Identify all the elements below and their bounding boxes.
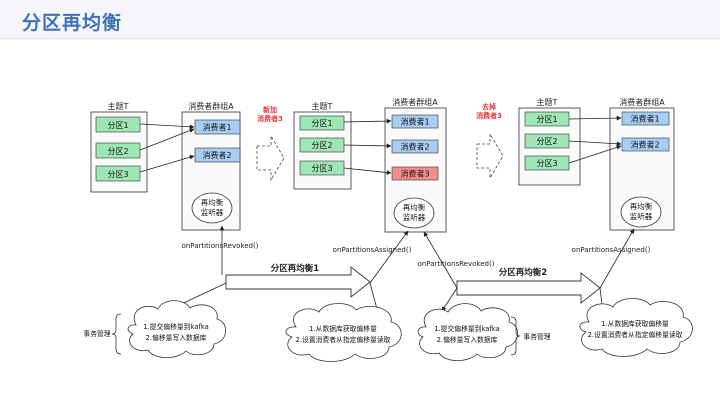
partition-label: 分区3 [311, 164, 332, 173]
connector-arrow [369, 230, 409, 284]
cloud-text: 2.设置消费者从指定偏移量读取 [588, 330, 683, 339]
action-label: 消费者3 [476, 111, 502, 120]
consumer-box [621, 111, 670, 126]
consumer-box [391, 114, 439, 129]
transaction-bracket-1: 事务管理 [83, 313, 122, 355]
rebalance-arrow-2: 分区再均衡2 [456, 267, 601, 304]
assignment-arrow [139, 123, 195, 130]
cloud-text: 2.偏移量写入数据库 [437, 335, 498, 344]
cloud-text: 2.偏移量写入数据库 [146, 333, 207, 342]
transition-add-consumer: 新加 消费者3 [256, 105, 285, 182]
connector-arrow [599, 228, 635, 289]
assignment-arrow [343, 118, 392, 124]
cloud-4: 1.从数据库获取偏移量 2.设置消费者从指定偏移量读取 [579, 298, 693, 357]
action-label: 消费者3 [257, 114, 283, 123]
topic-label: 主题T [108, 101, 129, 111]
cloud-2: 1.从数据库获取偏移量 2.设置消费者从指定偏移量读取 [285, 303, 402, 362]
consumer-label: 消费者1 [630, 114, 659, 124]
cloud-text: 1.从数据库获取偏移量 [601, 319, 669, 328]
partition-label: 分区3 [107, 170, 128, 179]
dashed-block-arrow [256, 134, 285, 182]
cloud-text: 2.设置消费者从指定偏移量读取 [296, 335, 391, 344]
topic-label: 主题T [312, 101, 333, 111]
listener-label: 再均衡 [403, 202, 426, 212]
consumer-label: 消费者3 [400, 169, 429, 179]
group-label: 消费者群组A [392, 97, 438, 107]
rebalance-arrow-1: 分区再均衡1 [225, 263, 371, 298]
bracket-label: 事务管理 [523, 332, 550, 341]
listener-label: 监听器 [630, 211, 653, 221]
callback-label: onPartitionsAssigned() [333, 246, 412, 254]
consumer-box [621, 137, 670, 152]
action-label: 新加 [263, 105, 277, 114]
partition-label: 分区2 [311, 141, 332, 150]
assignment-arrow [139, 154, 195, 173]
partition-label: 分区2 [536, 137, 557, 146]
consumer-box [194, 119, 241, 135]
partition-label: 分区1 [536, 115, 557, 124]
bracket-label: 事务管理 [83, 329, 110, 338]
rebalance-listener-ellipse [191, 192, 233, 224]
partition-label: 分区2 [107, 147, 128, 156]
partition-box [95, 116, 141, 133]
assignment-arrow [568, 145, 622, 164]
group-label: 消费者群组A [619, 97, 665, 107]
cloud-text: 1.从数据库获取偏移量 [309, 324, 377, 333]
partition-box [95, 142, 141, 159]
cloud-text: 1.提交偏移量到kafka [143, 322, 209, 331]
listener-label: 再均衡 [630, 201, 653, 211]
new-consumer-box [391, 166, 439, 181]
callback-label: onPartitionsRevoked() [182, 242, 259, 250]
assignment-arrow [343, 143, 392, 149]
rebalance-label: 分区再均衡1 [271, 263, 320, 274]
cloud-text: 1.提交偏移量到kafka [434, 324, 500, 333]
rebalance-label: 分区再均衡2 [499, 267, 548, 278]
cloud-1: 1.提交偏移量到kafka 2.偏移量写入数据库 [127, 300, 227, 359]
consumer-box [391, 139, 439, 154]
stage-3: 主题T 分区1 分区2 分区3 消费者群组A 消费者1 消费者2 再均衡 监听器 [518, 97, 675, 231]
transition-remove-consumer: 去掉 消费者3 [476, 102, 504, 180]
partition-box [299, 115, 345, 131]
callback-label: onPartitionsAssigned() [572, 246, 651, 254]
connector-arrow [423, 231, 458, 289]
dashed-block-arrow [476, 132, 504, 180]
consumer-label: 消费者2 [630, 140, 659, 150]
listener-label: 再均衡 [201, 197, 224, 207]
page-title: 分区再均衡 [22, 12, 123, 34]
callback-label: onPartitionsRevoked() [418, 260, 495, 268]
stage-2: 主题T 分区1 分区2 分区3 消费者群组A 消费者1 消费者2 消费者3 再均… [293, 97, 447, 233]
partition-label: 分区3 [536, 159, 557, 168]
assignment-arrow [568, 140, 622, 147]
assignment-arrow [568, 115, 622, 121]
consumer-label: 消费者2 [202, 150, 231, 160]
consumer-label: 消费者2 [400, 142, 429, 152]
topic-label: 主题T [537, 97, 558, 107]
cloud-3: 1.提交偏移量到kafka 2.偏移量写入数据库 [417, 303, 519, 362]
header-band [0, 0, 720, 40]
listener-label: 监听器 [201, 207, 224, 217]
stage-1: 主题T 分区1 分区2 分区3 消费者群组A 消费者1 消费者2 再均衡 监听器 [90, 101, 241, 231]
transaction-bracket-2: 事务管理 [510, 316, 551, 356]
assignment-arrow [343, 167, 392, 175]
action-label: 去掉 [482, 102, 496, 111]
consumer-label: 消费者1 [202, 122, 231, 132]
partition-label: 分区1 [311, 119, 332, 128]
listener-label: 监听器 [403, 212, 426, 222]
partition-box [95, 165, 141, 182]
title-divider [0, 38, 720, 39]
consumer-box [194, 147, 241, 163]
consumer-label: 消费者1 [400, 117, 429, 127]
partition-label: 分区1 [107, 121, 128, 130]
connector-arrow [441, 287, 458, 312]
assignment-arrow [139, 128, 195, 151]
group-label: 消费者群组A [188, 101, 234, 111]
rebalance-listener-ellipse [620, 196, 662, 228]
rebalance-listener-ellipse [393, 197, 435, 229]
